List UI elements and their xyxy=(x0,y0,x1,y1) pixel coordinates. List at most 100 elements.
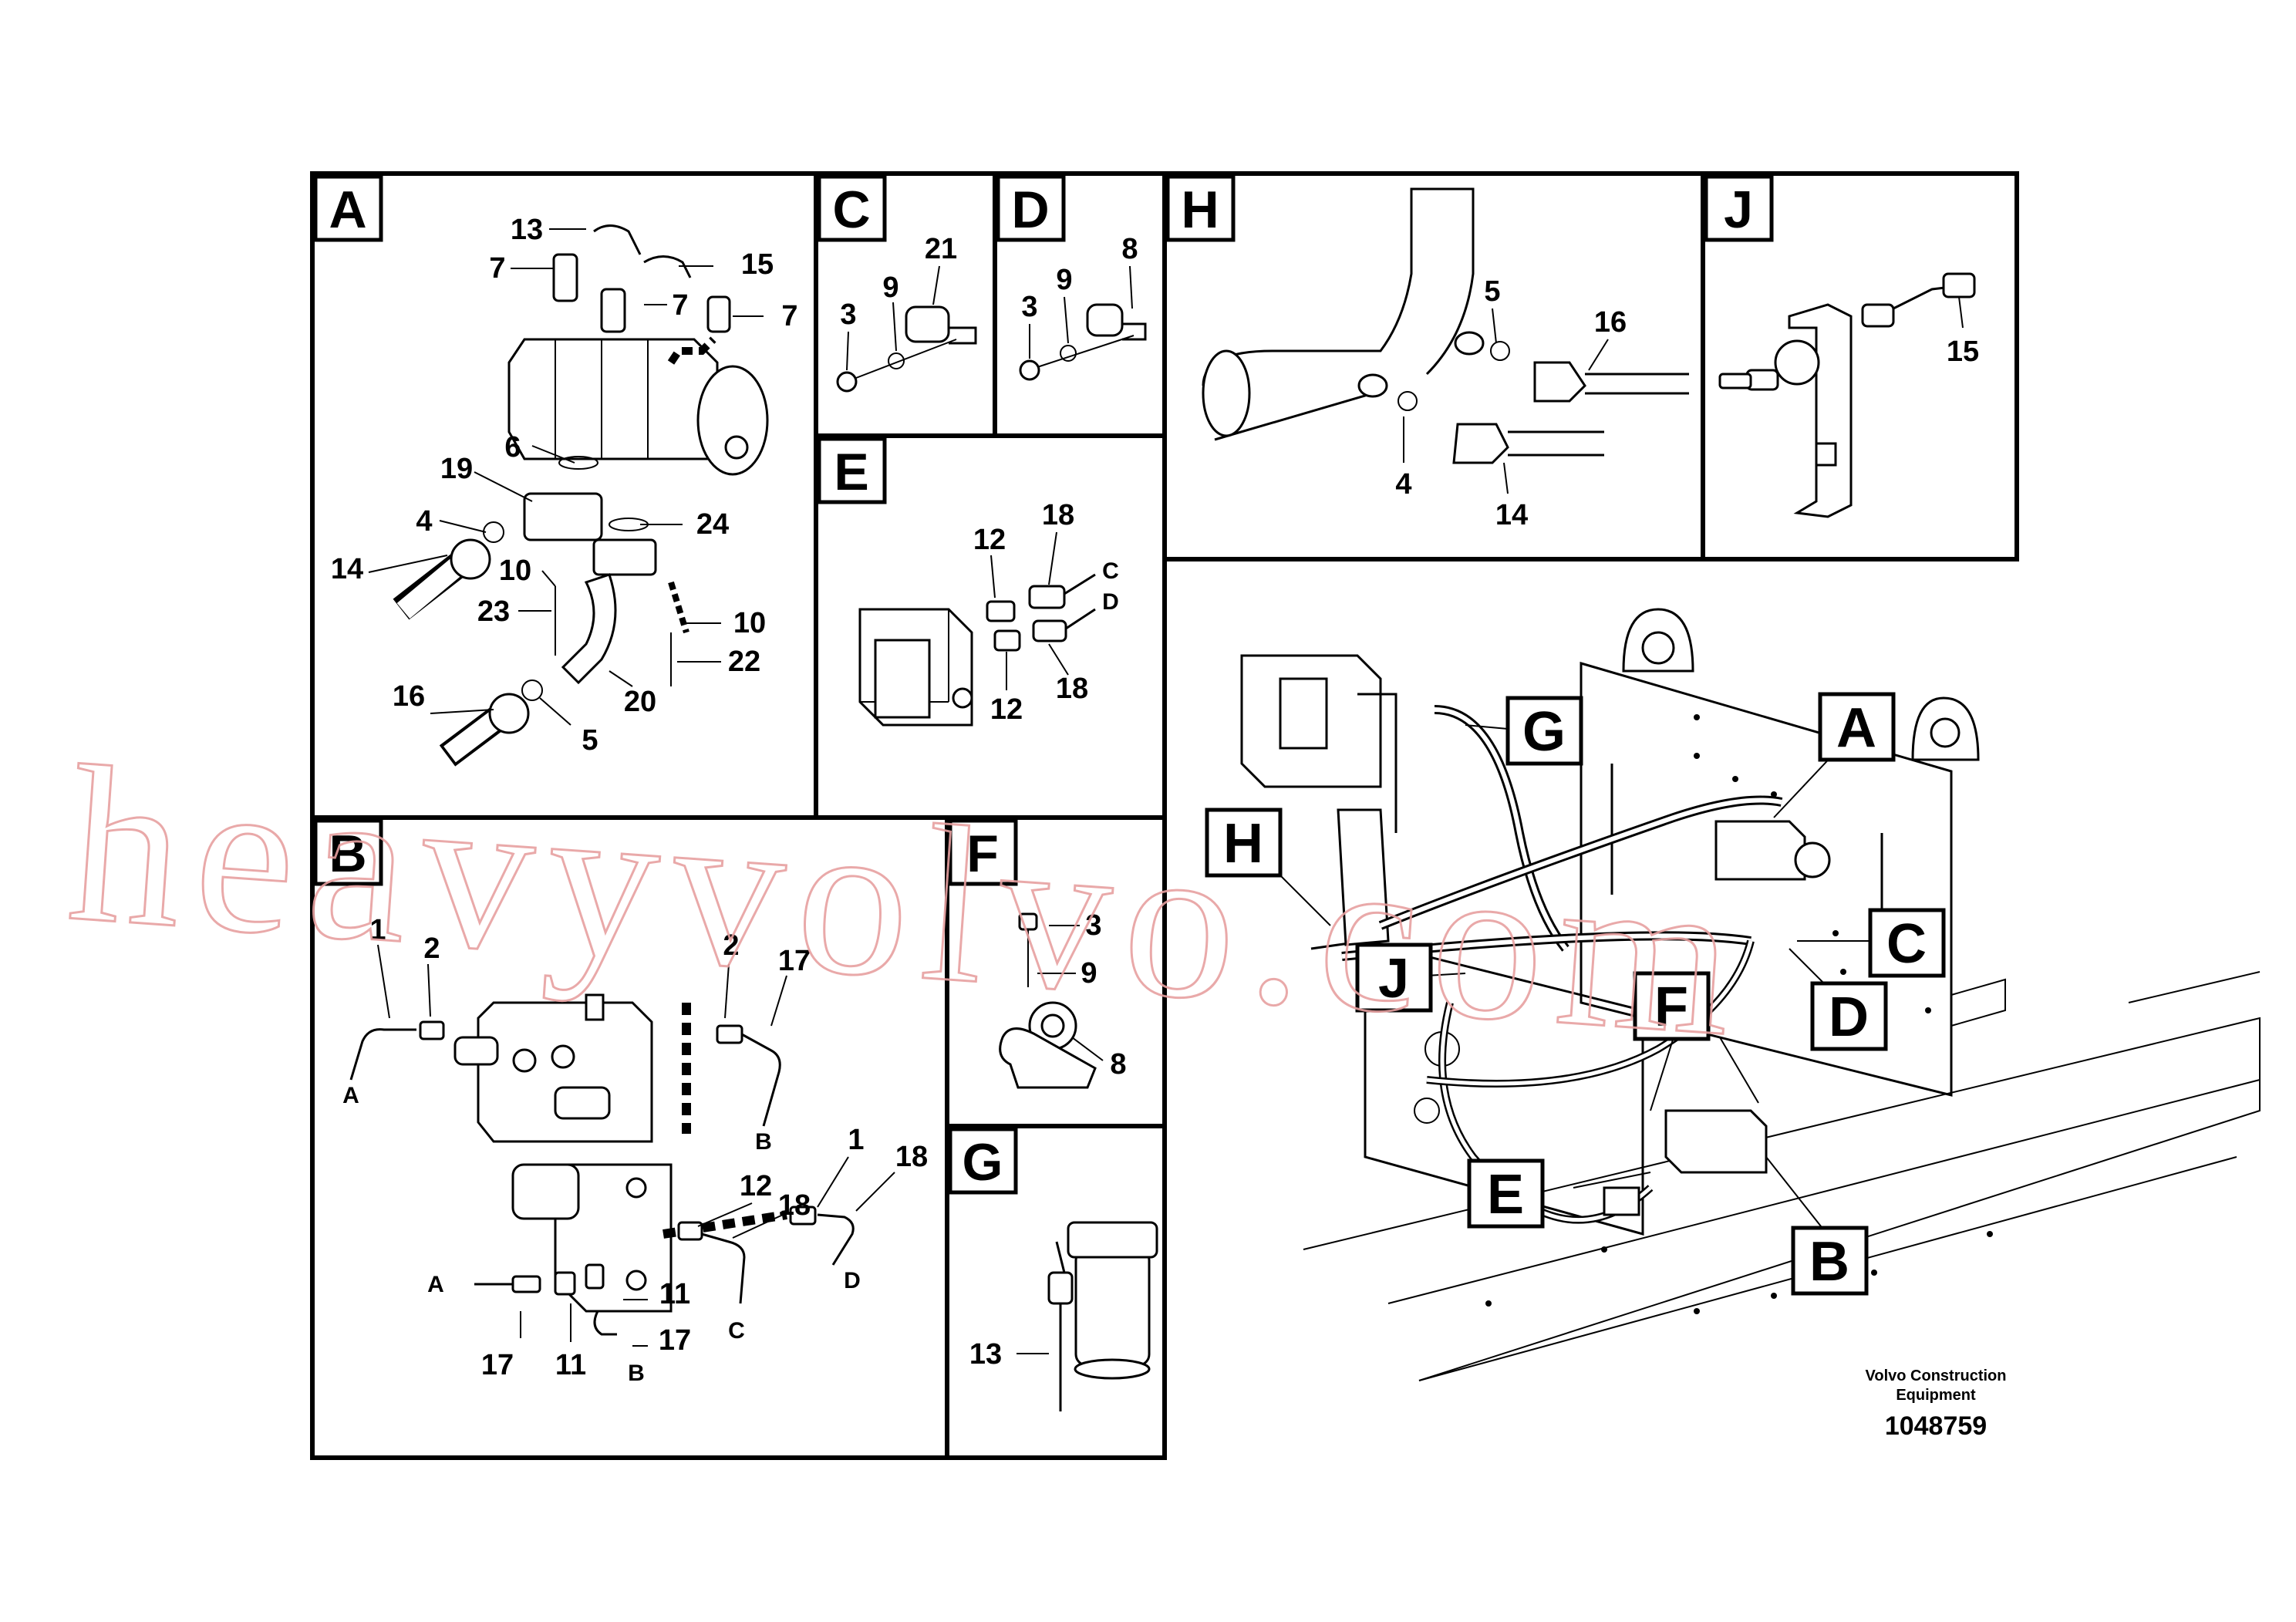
svg-text:6: 6 xyxy=(504,431,521,464)
svg-text:D: D xyxy=(1102,589,1119,615)
panel-g-drawing: 13 xyxy=(969,1221,1158,1411)
svg-text:9: 9 xyxy=(1081,957,1097,990)
svg-text:7: 7 xyxy=(489,252,505,285)
panel-tag-h: H xyxy=(1165,174,1236,242)
overview-callout-e: E xyxy=(1467,1158,1651,1229)
svg-text:D: D xyxy=(1011,180,1049,239)
svg-text:11: 11 xyxy=(555,1349,586,1381)
svg-text:9: 9 xyxy=(882,271,899,304)
svg-text:21: 21 xyxy=(925,233,957,265)
svg-text:23: 23 xyxy=(477,595,510,628)
svg-text:B: B xyxy=(1809,1231,1849,1293)
svg-text:D: D xyxy=(844,1268,861,1293)
panel-a-drawing: 13 7 15 7 7 6 19 24 4 14 10 23 10 22 16 … xyxy=(331,214,798,767)
panel-tag-b: B xyxy=(313,818,383,886)
overview-callout-a: A xyxy=(1773,692,1896,818)
panel-h-drawing: 5 16 4 14 xyxy=(1202,187,1689,531)
svg-text:E: E xyxy=(834,443,868,501)
panel-tag-j: J xyxy=(1704,174,1774,242)
svg-text:3: 3 xyxy=(1085,909,1101,942)
svg-text:22: 22 xyxy=(728,646,760,678)
svg-text:12: 12 xyxy=(740,1170,772,1202)
svg-text:A: A xyxy=(1836,697,1876,759)
svg-text:13: 13 xyxy=(969,1338,1002,1371)
svg-text:12: 12 xyxy=(990,693,1023,726)
caption-manufacturer-line2: Equipment xyxy=(1896,1387,1976,1404)
svg-text:F: F xyxy=(1654,976,1688,1038)
svg-text:3: 3 xyxy=(1021,291,1037,323)
panel-f-drawing: 3 9 8 xyxy=(999,909,1127,1089)
svg-text:17: 17 xyxy=(778,945,811,977)
svg-text:15: 15 xyxy=(1947,336,1979,368)
svg-text:C: C xyxy=(832,180,870,239)
panel-tag-d: D xyxy=(996,174,1066,242)
svg-text:E: E xyxy=(1487,1164,1524,1226)
svg-text:C: C xyxy=(1102,558,1119,584)
svg-text:16: 16 xyxy=(393,680,425,713)
svg-text:8: 8 xyxy=(1110,1048,1126,1081)
svg-text:2: 2 xyxy=(723,929,739,962)
svg-text:24: 24 xyxy=(696,508,729,541)
svg-text:11: 11 xyxy=(659,1278,690,1310)
svg-text:F: F xyxy=(966,824,999,883)
panel-tag-c: C xyxy=(817,174,887,242)
svg-text:16: 16 xyxy=(1594,306,1627,339)
svg-text:5: 5 xyxy=(582,724,598,757)
svg-text:18: 18 xyxy=(1056,673,1088,705)
svg-text:A: A xyxy=(427,1272,444,1297)
overview-callout-h: H xyxy=(1205,808,1331,926)
caption-block: Volvo Construction Equipment 1048759 xyxy=(1866,1367,2007,1441)
svg-text:4: 4 xyxy=(1395,468,1411,501)
overview-callout-c: C xyxy=(1797,908,1946,978)
svg-text:B: B xyxy=(329,824,366,883)
panel-tags: A C D H J E B F xyxy=(313,174,1774,1195)
svg-text:H: H xyxy=(1181,180,1219,239)
svg-text:D: D xyxy=(1829,986,1869,1048)
caption-manufacturer: Volvo Construction xyxy=(1866,1367,2007,1384)
panel-tag-f: F xyxy=(948,818,1018,886)
svg-text:B: B xyxy=(755,1129,772,1155)
svg-text:5: 5 xyxy=(1484,275,1500,308)
svg-text:B: B xyxy=(628,1361,645,1386)
svg-text:15: 15 xyxy=(741,248,774,281)
svg-text:2: 2 xyxy=(423,932,440,965)
svg-text:13: 13 xyxy=(511,214,543,246)
svg-text:G: G xyxy=(1522,701,1566,763)
svg-text:1: 1 xyxy=(369,914,386,946)
svg-text:C: C xyxy=(1886,913,1927,975)
panel-j-drawing: 15 xyxy=(1718,272,1979,518)
panel-tag-a: A xyxy=(313,174,383,242)
svg-text:17: 17 xyxy=(481,1349,514,1381)
svg-text:14: 14 xyxy=(331,553,363,585)
panel-c-drawing: 21 9 3 xyxy=(836,233,977,393)
svg-text:10: 10 xyxy=(733,607,766,639)
svg-text:H: H xyxy=(1223,813,1263,875)
svg-text:18: 18 xyxy=(778,1189,811,1222)
svg-text:18: 18 xyxy=(1042,499,1074,531)
svg-text:J: J xyxy=(1724,180,1753,239)
panel-frames xyxy=(310,171,2019,1460)
overview-callouts: G A H C J F D xyxy=(1205,692,1946,1296)
overview-callout-g: G xyxy=(1465,696,1583,766)
panel-b-drawing: 1 2 2 17 A B 1 18 12 18 D C A 11 17 11 1… xyxy=(342,914,928,1386)
svg-text:C: C xyxy=(728,1318,745,1344)
overview-callout-b: B xyxy=(1765,1156,1869,1296)
svg-text:20: 20 xyxy=(624,686,656,718)
svg-text:J: J xyxy=(1378,948,1409,1010)
svg-text:7: 7 xyxy=(672,289,688,322)
overview-callout-f: F xyxy=(1633,971,1759,1111)
svg-text:7: 7 xyxy=(781,300,797,332)
svg-text:4: 4 xyxy=(416,505,432,538)
svg-text:3: 3 xyxy=(840,298,856,331)
svg-text:10: 10 xyxy=(499,555,531,587)
svg-text:8: 8 xyxy=(1121,233,1138,265)
svg-text:A: A xyxy=(329,180,366,239)
svg-text:17: 17 xyxy=(659,1324,691,1357)
overview-callout-j: J xyxy=(1355,943,1466,1013)
svg-text:14: 14 xyxy=(1495,499,1528,531)
panel-tag-e: E xyxy=(817,437,887,504)
panel-tag-g: G xyxy=(948,1127,1018,1195)
svg-text:19: 19 xyxy=(440,453,473,485)
svg-text:18: 18 xyxy=(895,1141,928,1173)
